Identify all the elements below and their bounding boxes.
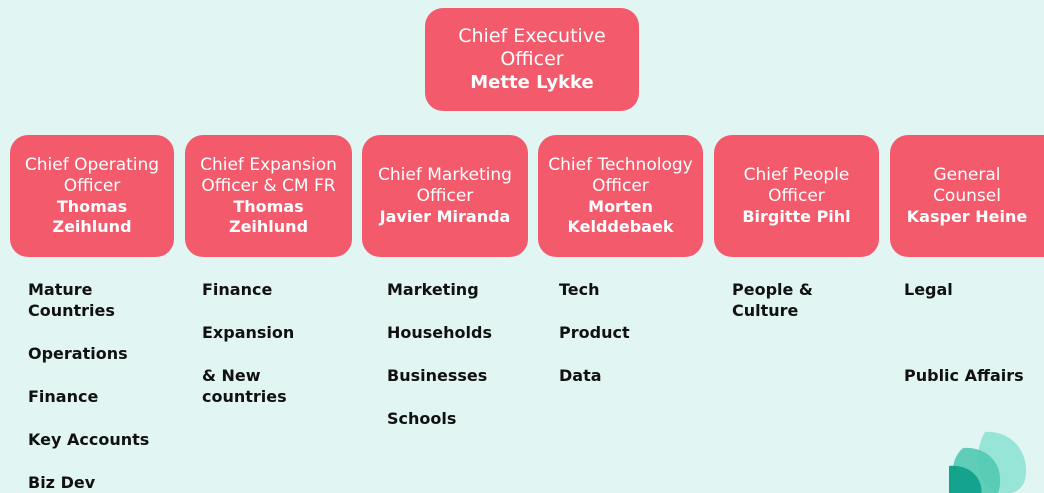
area-item: Legal — [904, 280, 953, 299]
exec-title: Chief People Officer — [743, 165, 850, 206]
area-item: Product — [559, 323, 630, 342]
area-item: Public Affairs — [904, 366, 1024, 385]
exec-title: Chief Technology Officer — [548, 155, 693, 196]
exec-title: Chief Operating Officer — [24, 155, 160, 196]
area-item: Expansion — [202, 323, 295, 342]
area-item: Finance — [28, 387, 99, 406]
area-item: Operations — [28, 344, 128, 363]
exec-name: Morten Kelddebaek — [567, 197, 674, 236]
exec-box-gc: General Counsel Kasper Heine — [890, 135, 1044, 257]
area-item: Households — [387, 323, 492, 342]
exec-box-expansion: Chief Expansion Officer & CM FR Thomas Z… — [185, 135, 352, 257]
exec-box-cto: Chief Technology Officer Morten Kelddeba… — [538, 135, 703, 257]
exec-box-coo: Chief Operating Officer Thomas Zeihlund — [10, 135, 174, 257]
exec-name: Kasper Heine — [906, 207, 1028, 226]
exec-title: Chief Expansion Officer & CM FR — [200, 155, 337, 196]
areas-cto: Tech Product Data — [559, 279, 727, 386]
areas-coo: Mature Countries Operations Finance Key … — [28, 279, 196, 493]
ceo-box: Chief Executive Officer Mette Lykke — [425, 8, 639, 111]
ceo-name: Mette Lykke — [470, 72, 594, 93]
area-item: Marketing — [387, 280, 479, 299]
area-item: Businesses — [387, 366, 488, 385]
areas-expansion: Finance Expansion & New countries — [202, 279, 370, 407]
area-item: Biz Dev — [28, 473, 96, 492]
areas-cmo: Marketing Households Businesses Schools — [387, 279, 555, 429]
exec-name: Birgitte Pihl — [742, 207, 851, 226]
area-item: Key Accounts — [28, 430, 150, 449]
areas-gc: Legal Public Affairs — [904, 279, 1042, 386]
exec-title: Chief Marketing Officer — [378, 165, 512, 206]
areas-cpo: People & Culture — [732, 279, 900, 321]
exec-name: Thomas Zeihlund — [228, 197, 309, 236]
exec-box-cmo: Chief Marketing Officer Javier Miranda — [362, 135, 528, 257]
area-item: Tech — [559, 280, 600, 299]
area-item-spacer — [904, 322, 1042, 343]
area-item: Data — [559, 366, 602, 385]
ceo-title: Chief Executive Officer — [458, 25, 606, 70]
area-item: People & Culture — [732, 280, 813, 320]
exec-name: Javier Miranda — [379, 207, 511, 226]
area-item: Schools — [387, 409, 457, 428]
exec-title: General Counsel — [933, 165, 1001, 206]
area-item: Mature Countries — [28, 280, 115, 320]
area-item: & New countries — [202, 366, 287, 406]
area-item: Finance — [202, 280, 273, 299]
exec-name: Thomas Zeihlund — [52, 197, 132, 236]
exec-box-cpo: Chief People Officer Birgitte Pihl — [714, 135, 879, 257]
leaf-logo-icon — [945, 428, 1044, 493]
